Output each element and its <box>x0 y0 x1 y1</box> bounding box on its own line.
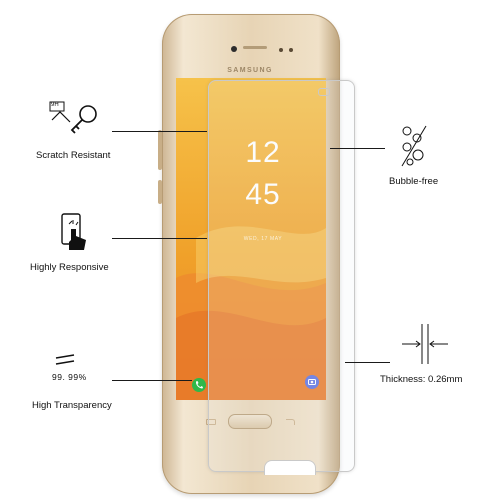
label-high-transparency: High Transparency <box>32 400 112 411</box>
volume-button <box>158 130 162 170</box>
sensor-dot <box>289 48 293 52</box>
label-bubble-free: Bubble-free <box>389 176 439 187</box>
bixby-button <box>158 180 162 204</box>
date-text: WED, 17 MAY <box>243 236 283 242</box>
thickness-arrows-icon <box>398 322 450 371</box>
brand-logo: SAMSUNG <box>227 67 273 74</box>
leader-line-bubble <box>330 148 385 149</box>
glass-camera-cutout <box>318 88 330 96</box>
phone-app-icon[interactable] <box>192 378 206 392</box>
camera-app-icon[interactable] <box>305 375 319 389</box>
phone-screen <box>176 78 326 400</box>
recent-apps-key <box>206 419 216 425</box>
glass-cutout <box>264 460 316 475</box>
transparency-icon <box>52 352 92 381</box>
label-thickness: Thickness: 0.26mm <box>380 374 463 385</box>
key-icon <box>48 100 106 149</box>
touch-hand-icon <box>60 212 90 259</box>
transparency-value: 99. 99% <box>52 372 87 382</box>
screen-protector-glass <box>208 80 355 472</box>
clock-minutes: 45 <box>245 178 281 211</box>
bubbles-icon <box>396 122 432 175</box>
label-scratch-resistant: Scratch Resistant <box>36 150 111 161</box>
sensor-dot <box>279 48 283 52</box>
back-key <box>286 419 295 425</box>
home-button[interactable] <box>228 414 272 429</box>
front-camera <box>231 46 237 52</box>
leader-line-scratch <box>112 131 207 132</box>
leader-line-thickness <box>345 362 390 363</box>
clock-hours: 12 <box>245 136 281 169</box>
leader-line-transparency <box>112 380 192 381</box>
leader-line-responsive <box>112 238 207 239</box>
badge-9h: 9H <box>51 102 59 108</box>
earpiece-speaker <box>243 46 267 49</box>
label-highly-responsive: Highly Responsive <box>30 262 109 273</box>
